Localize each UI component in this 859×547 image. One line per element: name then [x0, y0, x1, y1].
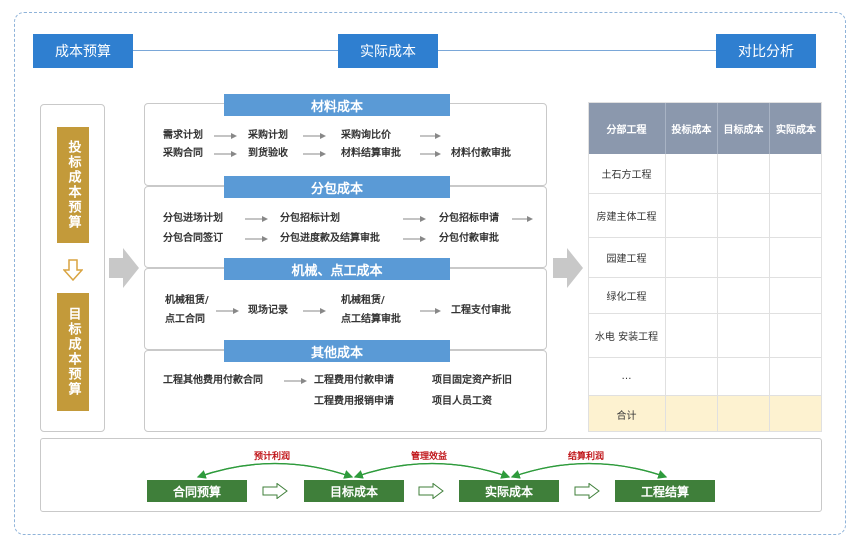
actual-cost-box: 实际成本	[459, 480, 559, 502]
subcontract-cost-box	[144, 186, 547, 268]
hollow-arrow-icon	[574, 483, 600, 499]
table-header-cell: 分部工程	[588, 102, 666, 154]
table-row: 土石方工程	[588, 154, 822, 194]
material-cost-title: 材料成本	[224, 94, 450, 116]
table-cell: 园建工程	[588, 238, 666, 277]
table-cell: 水电 安装工程	[588, 314, 666, 357]
hollow-arrow-icon	[262, 483, 288, 499]
expected-profit-label: 预计利润	[254, 452, 291, 462]
flow-node: 到货验收	[248, 148, 288, 159]
flow-node: 工程支付审批	[451, 305, 511, 316]
table-header-cell: 实际成本	[776, 124, 816, 136]
management-benefit-label: 管理效益	[411, 452, 448, 462]
arrow-right-icon	[109, 248, 139, 288]
flow-node: 机械租赁/	[341, 295, 385, 306]
profit-flow-panel	[40, 438, 822, 512]
flow-node: 项目人员工资	[432, 396, 492, 407]
table-cell: 房建主体工程	[588, 194, 666, 237]
table-cell: 土石方工程	[588, 154, 666, 193]
flow-node: 分包招标计划	[280, 213, 340, 224]
flow-node: 分包付款审批	[439, 233, 499, 244]
flow-node: 需求计划	[163, 130, 203, 141]
down-arrow-icon	[63, 259, 83, 281]
table-row: 房建主体工程	[588, 194, 822, 238]
table-row: 园建工程	[588, 238, 822, 278]
flow-node: 工程费用付款申请	[314, 375, 394, 386]
stage-budget: 成本预算	[33, 34, 133, 68]
stage-actual: 实际成本	[338, 34, 438, 68]
flow-node: 分包招标申请	[439, 213, 499, 224]
flow-node: 采购计划	[248, 130, 288, 141]
machinery-cost-title: 机械、点工成本	[224, 258, 450, 280]
profit-arc	[510, 462, 667, 479]
flow-node: 材料付款审批	[451, 148, 511, 159]
table-border	[588, 102, 822, 432]
table-cell: 合计	[588, 396, 666, 432]
flow-node: 工程费用报销申请	[314, 396, 394, 407]
flow-node: 点工合同	[165, 314, 205, 325]
table-cell: …	[588, 358, 666, 395]
bid-cost-budget-label: 投标成本预算	[57, 127, 89, 243]
flow-node: 分包进度款及结算审批	[280, 233, 380, 244]
target-cost-box: 目标成本	[304, 480, 404, 502]
other-cost-box	[144, 350, 547, 432]
table-row: 水电 安装工程	[588, 314, 822, 358]
flow-node: 分包合同签订	[163, 233, 223, 244]
flow-node: 项目固定资产折旧	[432, 375, 512, 386]
table-cell: 绿化工程	[588, 278, 666, 313]
settlement-profit-label: 结算利润	[568, 452, 605, 462]
hollow-arrow-icon	[418, 483, 444, 499]
other-cost-title: 其他成本	[224, 340, 450, 362]
profit-arc	[353, 462, 510, 479]
flow-node: 机械租赁/	[165, 295, 209, 306]
table-header-cell: 投标成本	[666, 102, 718, 154]
flow-node: 点工结算审批	[341, 314, 401, 325]
table-header-cell: 目标成本	[718, 102, 770, 154]
flow-node: 现场记录	[248, 305, 288, 316]
table-row: …	[588, 358, 822, 396]
table-total-row: 合计	[588, 396, 822, 432]
table-row: 绿化工程	[588, 278, 822, 314]
contract-budget-box: 合同预算	[147, 480, 247, 502]
subcontract-cost-title: 分包成本	[224, 176, 450, 198]
project-settlement-box: 工程结算	[615, 480, 715, 502]
flow-node: 采购合同	[163, 148, 203, 159]
flow-node: 材料结算审批	[341, 148, 401, 159]
flow-node: 采购询比价	[341, 130, 391, 141]
target-cost-budget-label: 目标成本预算	[57, 293, 89, 411]
diagram-frame	[14, 12, 846, 535]
budget-panel: 投标成本预算 目标成本预算	[40, 104, 105, 432]
flow-node: 工程其他费用付款合同	[163, 375, 263, 386]
profit-arc	[196, 462, 353, 479]
stage-compare: 对比分析	[716, 34, 816, 68]
arrow-right-icon	[553, 248, 583, 288]
flow-node: 分包进场计划	[163, 213, 223, 224]
table-header: 分部工程 投标成本 目标成本 实际成本	[588, 102, 822, 154]
